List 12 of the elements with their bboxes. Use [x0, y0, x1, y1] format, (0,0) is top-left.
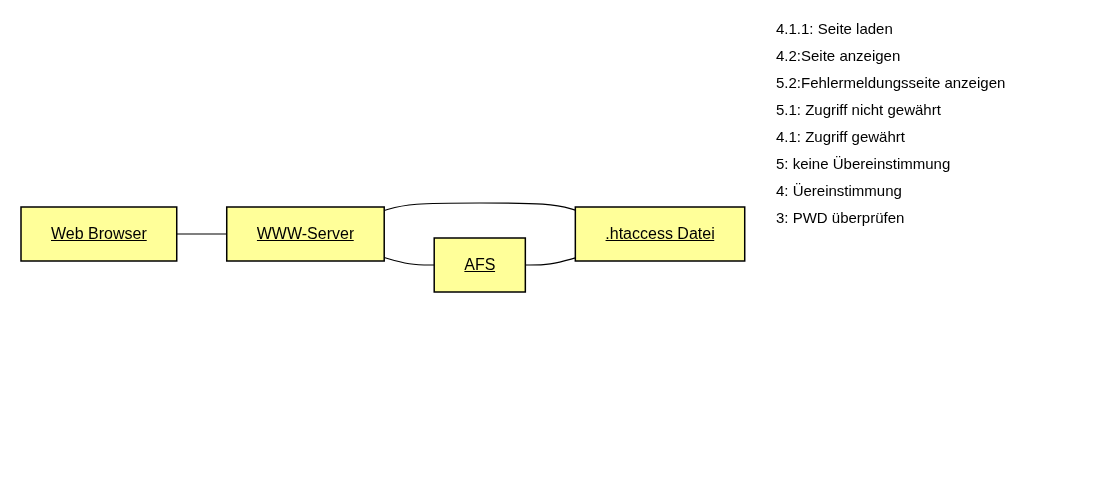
message-label: 4.2:Seite anzeigen — [776, 47, 902, 64]
node-box: .htaccess Datei — [574, 206, 746, 262]
message-label: 5.1: Zugriff nicht gewährt — [776, 101, 942, 118]
message-label: 4.1.1: Seite laden — [776, 20, 894, 37]
node-box: WWW-Server — [226, 206, 386, 262]
node-box: Web Browser — [20, 206, 178, 262]
message-label: 4.1: Zugriff gewährt — [776, 128, 906, 145]
message-label: 4: Üereinstimmung — [776, 182, 903, 199]
message-label: 5: keine Übereinstimmung — [776, 155, 952, 172]
message-label: 5.2:Fehlermeldungsseite anzeigen — [776, 74, 1007, 91]
node-box: AFS — [433, 237, 527, 293]
message-label: 3: PWD überprüfen — [776, 209, 906, 226]
